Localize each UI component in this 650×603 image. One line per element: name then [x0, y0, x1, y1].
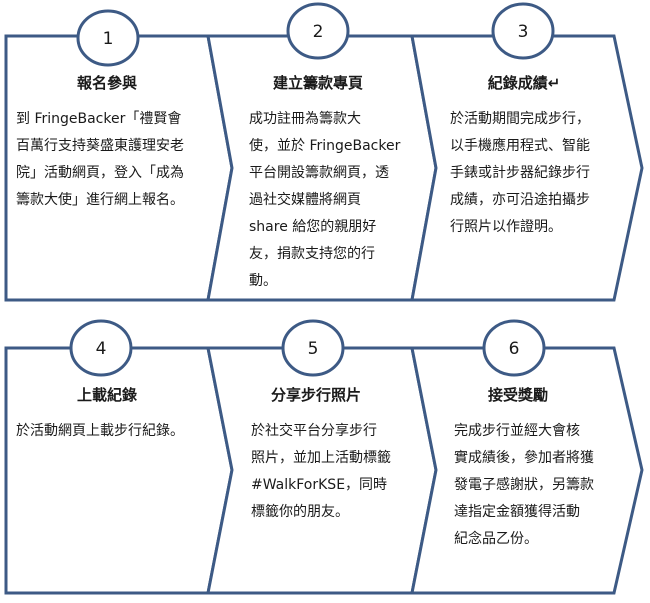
step-6-chevron — [410, 346, 644, 595]
step-6-description: 完成步行並經大會核 實成績後，參加者將獲 發電子感謝狀，另籌款 達指定金額獲得活… — [454, 423, 594, 547]
step-1-title: 報名參與 — [76, 74, 137, 92]
step-4-number-badge: 4 — [69, 319, 133, 377]
step-2-description: 成功註冊為籌款大 使，並於 FringeBacker 平台開設籌款網頁，透 過社… — [249, 111, 401, 289]
step-6-number: 6 — [509, 339, 520, 359]
step-6-number-badge: 6 — [482, 319, 546, 377]
step-5-number-badge: 5 — [281, 319, 345, 377]
step-3-title: 紀錄成績↵ — [487, 74, 561, 92]
step-2-title: 建立籌款專頁 — [272, 74, 363, 92]
step-4-number: 4 — [96, 339, 107, 359]
step-2-number: 2 — [313, 22, 324, 42]
step-4-description: 於活動網頁上載步行紀錄。 — [16, 423, 184, 439]
step-1-description: 到 FringeBacker「禮賢會 百萬行支持葵盛東護理安老 院」活動網頁，登… — [16, 111, 184, 208]
step-3-number: 3 — [518, 22, 529, 42]
step-5-title: 分享步行照片 — [270, 386, 361, 404]
step-3-number-badge: 3 — [491, 2, 555, 60]
step-4-title: 上載紀錄 — [76, 386, 137, 404]
step-5-description: 於社交平台分享步行 照片，並加上活動標籤 #WalkForKSE，同時 標籤你的… — [251, 423, 391, 520]
step-2-number-badge: 2 — [286, 2, 350, 60]
step-6-title: 接受獎勵 — [487, 386, 548, 404]
step-5-number: 5 — [308, 339, 319, 359]
step-3-chevron — [410, 34, 644, 302]
step-3-description: 於活動期間完成步行， 以手機應用程式、智能 手錶或計步器紀錄步行 成績，亦可沿途… — [450, 111, 590, 235]
step-1-number-badge: 1 — [76, 9, 140, 67]
step-1-number: 1 — [103, 29, 114, 49]
